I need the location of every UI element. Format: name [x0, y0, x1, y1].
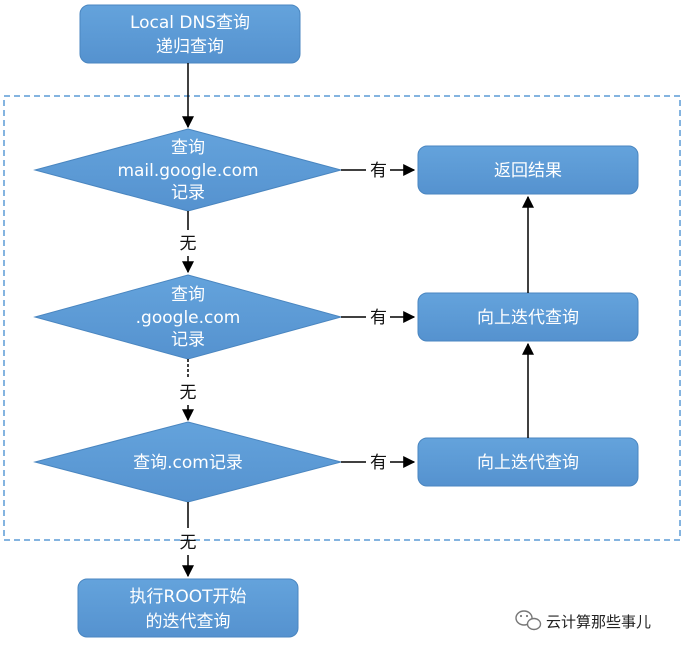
watermark: 云计算那些事儿: [515, 610, 651, 631]
start-label-line1: Local DNS查询: [130, 13, 250, 33]
watermark-text: 云计算那些事儿: [546, 613, 651, 631]
return-result-box: [417, 145, 639, 195]
decision2-label-line1: 查询: [171, 285, 205, 305]
decision1-label-line3: 记录: [171, 183, 205, 203]
end-box: [77, 578, 299, 638]
iterate-box-2-label: 向上迭代查询: [477, 453, 579, 473]
decision2-label-line3: 记录: [171, 330, 205, 350]
decision1-label-line2: mail.google.com: [117, 161, 258, 181]
start-label-line2: 递归查询: [156, 37, 224, 57]
edge-label-no2: 无: [180, 383, 197, 403]
edge-label-yes2: 有: [370, 308, 387, 328]
edge-label-no1: 无: [180, 234, 197, 254]
end-label-line2: 的迭代查询: [146, 612, 231, 632]
decision2-label-line2: .google.com: [136, 308, 241, 328]
wechat-icon: [515, 610, 542, 631]
decision1-label-line1: 查询: [171, 138, 205, 158]
edge-label-no3: 无: [180, 533, 197, 553]
return-result-label: 返回结果: [494, 161, 562, 181]
start-box: [79, 4, 301, 64]
iterate-box-1-label: 向上迭代查询: [477, 308, 579, 328]
decision3-label: 查询.com记录: [133, 453, 243, 473]
edge-label-yes3: 有: [370, 453, 387, 473]
end-label-line1: 执行ROOT开始: [130, 587, 247, 607]
edge-label-yes1: 有: [370, 161, 387, 181]
